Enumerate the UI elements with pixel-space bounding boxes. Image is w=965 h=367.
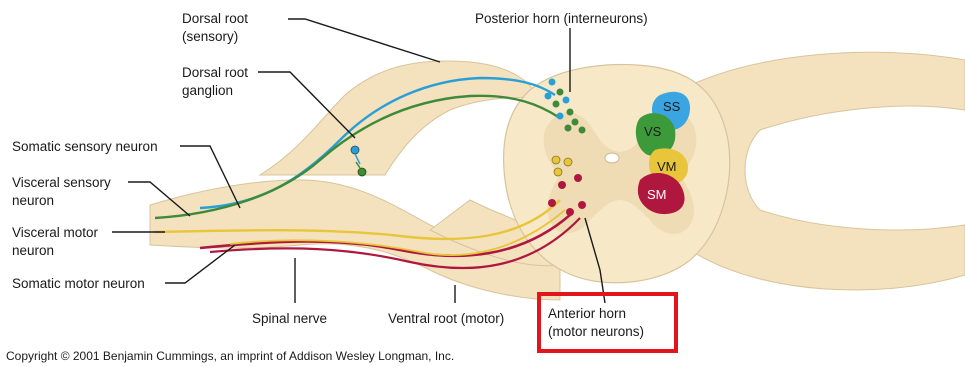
ss-label: SS <box>663 99 681 114</box>
vm-label: VM <box>657 159 677 174</box>
label-dorsal-root-ganglion: Dorsal root ganglion <box>182 65 252 98</box>
label-visceral-motor-neuron: Visceral motor neuron <box>12 225 102 258</box>
central-canal <box>605 153 619 163</box>
label-somatic-sensory-neuron: Somatic sensory neuron <box>12 139 158 154</box>
label-anterior-horn: Anterior horn (motor neurons) <box>548 306 644 339</box>
label-dorsal-root: Dorsal root (sensory) <box>182 11 252 44</box>
visceral-sensory-cell-body <box>358 168 366 176</box>
label-somatic-motor-neuron: Somatic motor neuron <box>12 276 145 291</box>
label-spinal-nerve: Spinal nerve <box>252 311 327 326</box>
somatic-sensory-cell-body <box>351 146 359 154</box>
anterior-horn-highlight-box <box>539 294 676 351</box>
label-ventral-root: Ventral root (motor) <box>388 311 504 326</box>
leader-dorsal-root <box>288 19 440 62</box>
label-visceral-sensory-neuron: Visceral sensory neuron <box>12 175 115 208</box>
label-posterior-horn: Posterior horn (interneurons) <box>475 11 648 26</box>
vs-label: VS <box>644 124 662 139</box>
sm-label: SM <box>647 187 667 202</box>
copyright-text: Copyright © 2001 Benjamin Cummings, an i… <box>6 349 454 363</box>
